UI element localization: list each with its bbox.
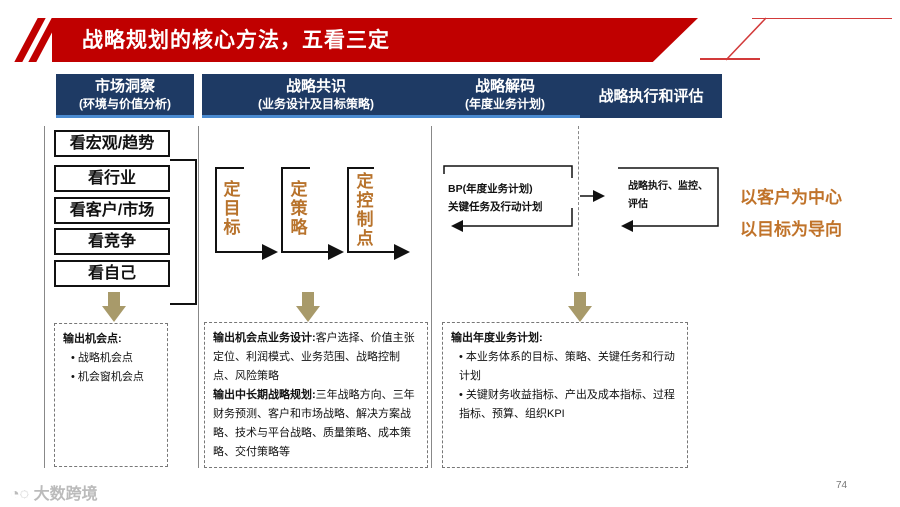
header-strategy-decode: 战略解码 (年度业务计划)	[430, 74, 580, 118]
header-title: 战略解码	[474, 78, 535, 95]
column-separator-dashed	[578, 126, 579, 276]
header-execution: 战略执行和评估	[580, 74, 722, 118]
look-competition-box: 看竞争	[54, 228, 170, 255]
title-accent-line	[752, 18, 892, 19]
decode-feedback-arrows	[443, 165, 719, 232]
output-box-opportunities: 输出机会点: • 战略机会点 • 机会窗机会点	[54, 323, 168, 467]
down-arrow-icon	[568, 292, 592, 322]
execution-text-2: 评估	[628, 199, 648, 210]
slogan-goal-oriented: 以目标为导向	[740, 220, 842, 239]
three-sets-arrows	[215, 167, 410, 260]
slogan-customer-centric: 以客户为中心	[740, 188, 842, 207]
look-industry-box: 看行业	[54, 165, 170, 192]
watermark-text: 大数跨境	[33, 486, 98, 503]
look-self-box: 看自己	[54, 260, 170, 287]
output-section-2: 输出中长期战略规划:三年战略方向、三年财务预测、客户和市场战略、解决方案战略、技…	[213, 389, 415, 458]
watermark-logo-icon: ◔◌	[10, 486, 30, 503]
output-box-business-design: 输出机会点业务设计:客户选择、价值主张定位、利润模式、业务范围、战略控制点、风险…	[204, 322, 428, 468]
bracket-connector	[170, 159, 197, 305]
header-title: 战略共识	[285, 78, 346, 95]
down-arrow-icon	[296, 292, 320, 322]
decode-tasks-text: 关键任务及行动计划	[448, 201, 543, 213]
header-market-insight: 市场洞察 (环境与价值分析)	[56, 74, 194, 118]
header-subtitle: (环境与价值分析)	[79, 97, 171, 111]
list-item: • 战略机会点	[71, 352, 133, 364]
output-box-title: 输出机会点:	[63, 333, 122, 345]
page-title: 战略规划的核心方法，五看三定	[82, 29, 390, 52]
set-target-label: 定目标	[223, 180, 241, 237]
list-item: • 关键财务收益指标、产出及成本指标、过程指标、预算、组织KPI	[459, 389, 675, 420]
column-separator	[44, 126, 45, 468]
column-separator	[198, 126, 199, 468]
title-accent-line	[700, 58, 760, 60]
decode-bp-text: BP(年度业务计划)	[448, 183, 533, 195]
look-macro-box: 看宏观/趋势	[54, 130, 170, 157]
set-strategy-label: 定策略	[290, 180, 308, 237]
title-banner	[52, 18, 698, 62]
page-number: 74	[836, 480, 848, 491]
look-customer-box: 看客户/市场	[54, 197, 170, 224]
header-title: 市场洞察	[94, 78, 155, 95]
header-subtitle: (年度业务计划)	[465, 97, 545, 111]
output-box-annual-plan: 输出年度业务计划: • 本业务体系的目标、策略、关键任务和行动计划 • 关键财务…	[442, 322, 688, 468]
output-box-title: 输出年度业务计划:	[451, 332, 543, 344]
down-arrow-icon	[102, 292, 126, 322]
header-strategy-consensus: 战略共识 (业务设计及目标策略)	[202, 74, 430, 118]
set-control-point-label: 定控制点	[356, 172, 374, 248]
header-subtitle: (业务设计及目标策略)	[258, 97, 374, 111]
title-accent-slash	[725, 17, 767, 61]
execution-text-1: 战略执行、监控、	[628, 181, 708, 192]
list-item: • 本业务体系的目标、策略、关键任务和行动计划	[459, 351, 675, 382]
list-item: • 机会窗机会点	[71, 371, 144, 383]
header-title: 战略执行和评估	[598, 88, 704, 105]
output-section-1: 输出机会点业务设计:客户选择、价值主张定位、利润模式、业务范围、战略控制点、风险…	[213, 332, 415, 382]
column-separator	[431, 126, 432, 468]
watermark: ◔◌ 大数跨境	[10, 480, 98, 504]
